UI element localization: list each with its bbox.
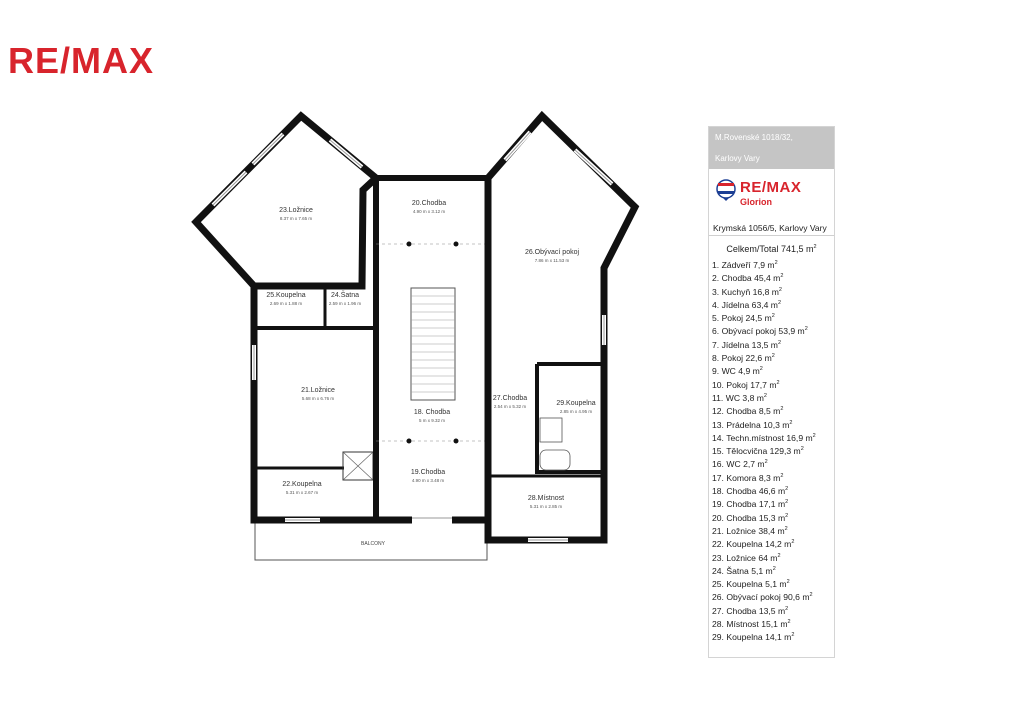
room-24-dims: 2.59 m x 1.96 m [329, 301, 362, 306]
list-item: 21. Ložnice 38,4 m2 [712, 525, 788, 536]
shower-cross-b [342, 451, 374, 481]
room-28-dims: 5.31 m x 2.85 m [530, 504, 563, 509]
info-panel: M.Rovenské 1018/32, Karlovy Vary RE/MAX … [708, 126, 835, 658]
window-26a-line [504, 131, 531, 161]
room-27-dims: 2.54 m x 5.32 m [494, 404, 527, 409]
office-name: RE/MAX [740, 179, 802, 196]
columns [406, 241, 459, 444]
total-value: 741,5 m [780, 244, 814, 254]
list-item: 28. Místnost 15,1 m2 [712, 619, 791, 630]
room-21-dims: 5.68 m x 6.76 m [302, 396, 335, 401]
list-item: 16. WC 2,7 m2 [712, 459, 768, 470]
room-26-dims: 7.86 m x 11.53 m [535, 258, 570, 263]
room-29-label: 29.Koupelna [556, 400, 595, 407]
property-address: M.Rovenské 1018/32, Karlovy Vary [709, 127, 834, 169]
room-20-dims: 4.90 m x 3.12 m [413, 209, 446, 214]
list-item: 22. Koupelna 14,2 m2 [712, 539, 795, 550]
list-item: 13. Prádelna 10,3 m2 [712, 419, 793, 430]
wall-bedroom-23 [191, 111, 382, 290]
address-line-1: M.Rovenské 1018/32, [715, 133, 793, 142]
window-23c-line [329, 139, 363, 168]
list-item: 3. Kuchyň 16,8 m2 [712, 286, 782, 297]
list-item: 6. Obývací pokoj 53,9 m2 [712, 326, 808, 337]
bathtub-29 [539, 449, 571, 471]
room-25-dims: 2.69 m x 1.88 m [270, 301, 303, 306]
room-27-label: 27.Chodba [493, 395, 527, 402]
wall-left-lower [250, 286, 412, 524]
list-item: 8. Pokoj 22,6 m2 [712, 353, 775, 364]
list-item: 27. Chodba 13,5 m2 [712, 605, 789, 616]
room-19-dims: 4.90 m x 3.48 m [412, 478, 445, 483]
office-address: Krymská 1056/5, Karlovy Vary [709, 221, 834, 236]
room-28-label: 28.Místnost [528, 495, 564, 502]
shower-29 [539, 417, 563, 443]
list-item: 15. Tělocvična 129,3 m2 [712, 446, 804, 457]
list-item: 23. Ložnice 64 m2 [712, 552, 781, 563]
room-19-label: 19.Chodba [411, 469, 445, 476]
room-24-label: 24.Šatna [331, 290, 359, 299]
list-item: 12. Chodba 8,5 m2 [712, 406, 784, 417]
list-item: 26. Obývací pokoj 90,6 m2 [712, 592, 813, 603]
room-18-label: 18. Chodba [414, 409, 450, 416]
room-list: 1. Zádveří 7,9 m2 2. Chodba 45,4 m2 3. K… [709, 259, 834, 645]
room-21-label: 21.Ložnice [301, 387, 335, 394]
list-item: 1. Zádveří 7,9 m2 [712, 260, 778, 270]
room-18-dims: 5 m x 9.32 m [419, 418, 445, 423]
room-22-label: 22.Koupelna [282, 481, 321, 488]
room-23-dims: 8.37 m x 7.65 m [280, 216, 313, 221]
office-sub: Glorion [740, 197, 772, 207]
list-item: 14. Techn.místnost 16,9 m2 [712, 432, 816, 443]
list-item: 4. Jídelna 63,4 m2 [712, 299, 782, 310]
list-item: 10. Pokoj 17,7 m2 [712, 379, 780, 390]
list-item: 18. Chodba 46,6 m2 [712, 486, 789, 497]
total-label: Celkem/Total [726, 244, 779, 254]
list-item: 7. Jídelna 13,5 m2 [712, 339, 782, 350]
list-item: 19. Chodba 17,1 m2 [712, 499, 789, 510]
list-item: 5. Pokoj 24,5 m2 [712, 313, 775, 324]
list-item: 20. Chodba 15,3 m2 [712, 512, 789, 523]
remax-logo: RE/MAX [8, 40, 155, 81]
wall-living-26 [484, 110, 640, 544]
balcony-outline [254, 519, 488, 561]
office-brand: RE/MAX Glorion [709, 169, 834, 221]
balcony-label: BALCONY [361, 541, 386, 547]
room-29-dims: 2.85 m x 4.95 m [560, 409, 593, 414]
list-item: 25. Koupelna 5,1 m2 [712, 579, 790, 590]
list-item: 11. WC 3,8 m2 [712, 392, 767, 403]
room-23-label: 23.Ložnice [279, 207, 313, 214]
remax-balloon-icon [716, 179, 736, 201]
list-item: 17. Komora 8,3 m2 [712, 472, 784, 483]
list-item: 29. Koupelna 14,1 m2 [712, 632, 795, 643]
total-area: Celkem/Total 741,5 m2 [726, 244, 817, 254]
floor-plan: BALCONY [191, 110, 640, 561]
stair-steps [411, 295, 455, 393]
wall-29 [535, 364, 604, 474]
room-22-dims: 5.31 m x 2.67 m [286, 490, 319, 495]
list-item: 24. Šatna 5,1 m2 [712, 565, 776, 576]
room-20-label: 20.Chodba [412, 200, 446, 207]
address-line-2: Karlovy Vary [715, 154, 760, 163]
list-item: 2. Chodba 45,4 m2 [712, 273, 784, 284]
window-23a-line [212, 171, 247, 206]
room-26-label: 26.Obývací pokoj [525, 249, 580, 256]
room-25-label: 25.Koupelna [266, 292, 305, 299]
window-26b-line [574, 149, 613, 185]
window-23b-line [252, 133, 284, 165]
list-item: 9. WC 4,9 m2 [712, 366, 763, 377]
